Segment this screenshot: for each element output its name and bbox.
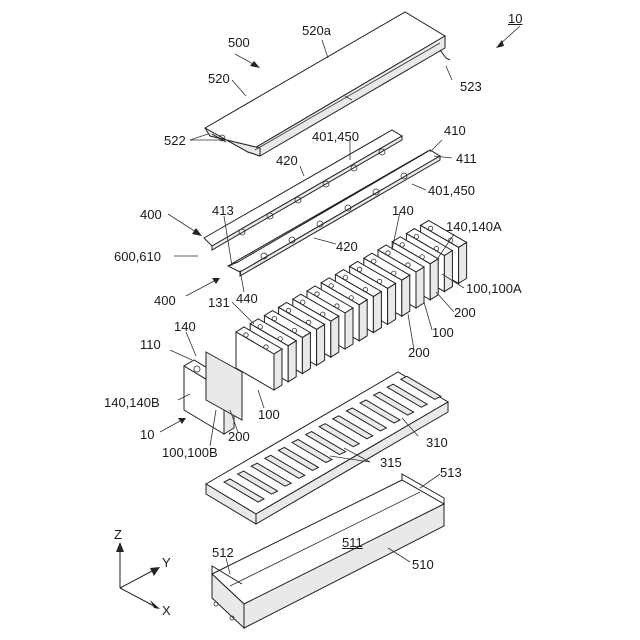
label-401-450-top: 401,450 <box>312 130 359 143</box>
label-10-top: 10 <box>508 12 522 25</box>
label-400-mid: 400 <box>154 294 176 307</box>
label-100-center: 100 <box>258 408 280 421</box>
label-axis-y: Y <box>162 556 171 569</box>
label-140-140A: 140,140A <box>446 220 502 233</box>
label-131: 131 <box>208 296 230 309</box>
label-140-top: 140 <box>392 204 414 217</box>
label-315: 315 <box>380 456 402 469</box>
label-110: 110 <box>140 338 161 351</box>
label-520a: 520a <box>302 24 331 37</box>
label-200-right: 200 <box>454 306 476 319</box>
label-140-140B: 140,140B <box>104 396 160 409</box>
label-511: 511 <box>342 536 363 549</box>
label-522: 522 <box>164 134 186 147</box>
label-310: 310 <box>426 436 448 449</box>
label-401-450-right: 401,450 <box>428 184 475 197</box>
label-100-100B: 100,100B <box>162 446 218 459</box>
label-440: 440 <box>236 292 258 305</box>
label-510: 510 <box>412 558 434 571</box>
label-600-610: 600,610 <box>114 250 161 263</box>
label-200-left: 200 <box>228 430 250 443</box>
label-411: 411 <box>456 152 477 165</box>
label-420-mid: 420 <box>336 240 358 253</box>
label-400-top: 400 <box>140 208 162 221</box>
label-200-mid: 200 <box>408 346 430 359</box>
label-523: 523 <box>460 80 482 93</box>
label-axis-z: Z <box>114 528 122 541</box>
label-420-top: 420 <box>276 154 298 167</box>
label-axis-x: X <box>162 604 171 617</box>
label-413: 413 <box>212 204 234 217</box>
label-520: 520 <box>208 72 230 85</box>
label-513: 513 <box>440 466 462 479</box>
label-512: 512 <box>212 546 234 559</box>
label-410: 410 <box>444 124 466 137</box>
label-100-100A: 100,100A <box>466 282 522 295</box>
label-100-right: 100 <box>432 326 454 339</box>
label-500: 500 <box>228 36 250 49</box>
label-10-bottom: 10 <box>140 428 154 441</box>
coordinate-axes <box>116 542 160 609</box>
label-140-left: 140 <box>174 320 196 333</box>
